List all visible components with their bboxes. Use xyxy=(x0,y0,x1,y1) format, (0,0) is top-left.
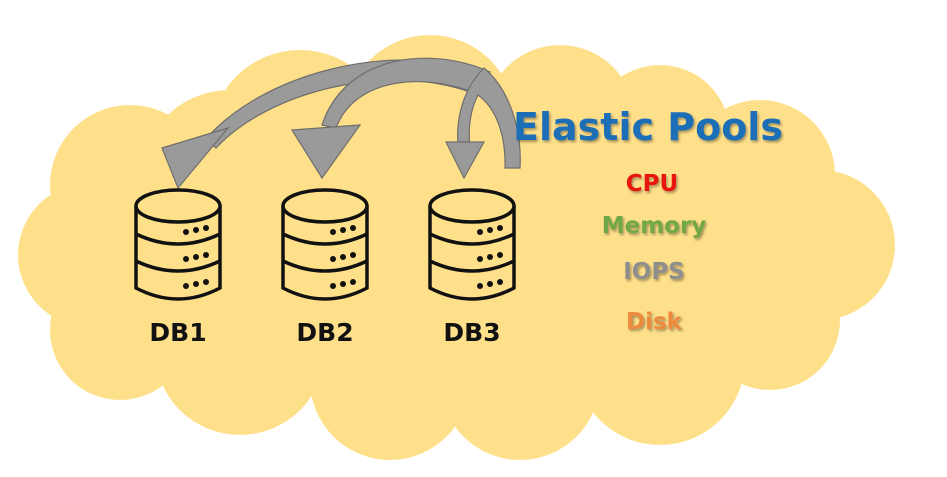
resource-memory: Memory xyxy=(602,213,707,239)
database-db2: DB2 xyxy=(281,188,369,347)
database-db1: DB1 xyxy=(134,188,222,347)
diagram-title: Elastic Pools xyxy=(513,105,783,149)
database-icon xyxy=(428,188,516,301)
resource-iops: IOPS xyxy=(623,259,685,285)
database-db3: DB3 xyxy=(428,188,516,347)
allocation-arrows xyxy=(161,57,521,190)
resource-list: CPU Memory IOPS Disk xyxy=(602,171,707,335)
resource-cpu: CPU xyxy=(626,171,678,197)
arrow-head-db3 xyxy=(445,141,486,180)
arrow-to-db2 xyxy=(321,57,491,129)
db2-label: DB2 xyxy=(296,318,353,347)
db1-label: DB1 xyxy=(149,318,206,347)
db3-label: DB3 xyxy=(443,318,500,347)
database-icon xyxy=(134,188,222,301)
cloud-shape xyxy=(18,35,895,460)
resource-disk: Disk xyxy=(626,309,683,335)
arrow-head-db2 xyxy=(290,124,362,180)
arrow-to-db3 xyxy=(457,67,521,169)
arrow-head-db1 xyxy=(161,126,230,190)
database-icon xyxy=(281,188,369,301)
